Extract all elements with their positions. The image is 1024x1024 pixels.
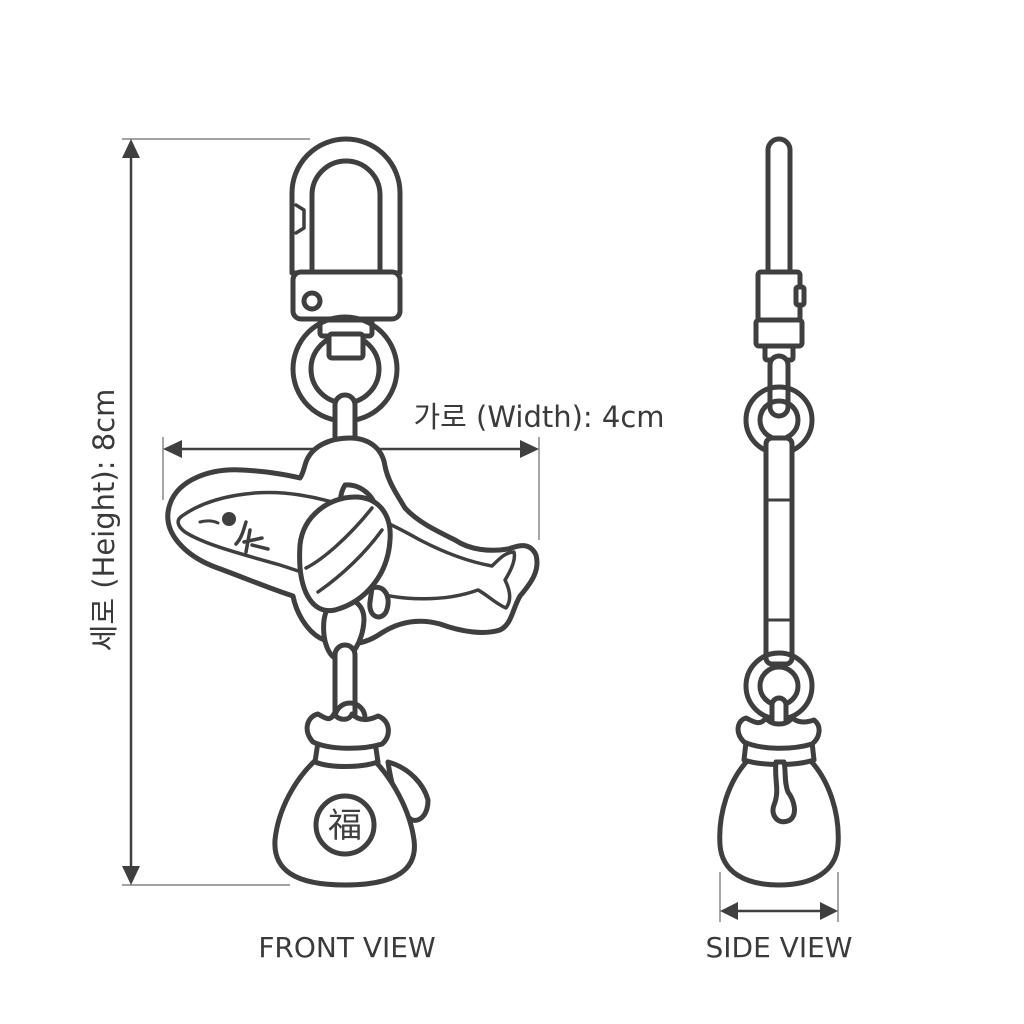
pouch-emblem-circle [313, 793, 377, 857]
knot-bundle [297, 494, 393, 614]
width-dimension: 가로 (Width): 4cm [162, 400, 665, 540]
width-arrow-right [520, 440, 539, 458]
front-pouch: 福 [272, 700, 431, 888]
side-swivel-collar [753, 317, 805, 349]
knot-fold-1 [304, 506, 374, 570]
side-thickness-arrow-left [720, 902, 738, 920]
side-view: SIDE VIEW [706, 136, 853, 964]
pouch-ruffle-top [304, 711, 391, 751]
height-arrow-top [122, 139, 140, 158]
side-view-label: SIDE VIEW [706, 931, 853, 964]
clasp-gate [294, 203, 306, 235]
height-arrow-bottom [122, 866, 140, 885]
clasp-hook-inner [309, 158, 383, 276]
height-dimension: 세로 (Height): 8cm [87, 138, 310, 886]
front-clasp [289, 136, 403, 339]
clasp-rivet [301, 290, 323, 312]
fish-gill-mark [242, 528, 270, 554]
side-clasp-arm [765, 136, 793, 290]
side-pouch-ruffle [735, 715, 822, 751]
swivel-ring-bail [326, 331, 366, 361]
fish-head-line [198, 519, 220, 525]
width-arrow-left [163, 440, 182, 458]
side-thickness-arrow-right [820, 902, 838, 920]
fish-eye-icon [222, 512, 236, 526]
knot-fold-2 [316, 528, 384, 594]
height-label: 세로 (Height): 8cm [87, 389, 121, 652]
front-view-label: FRONT VIEW [258, 931, 435, 964]
fish-mouth-line [234, 520, 248, 546]
fish-cord-knot [297, 494, 393, 620]
side-pouch-tassel [770, 759, 797, 825]
front-view: 福 FRONT VIEW [165, 136, 540, 964]
side-acrylic-edge [763, 435, 795, 667]
knot-tail [367, 584, 391, 620]
side-clasp-pin [793, 284, 807, 308]
pouch-emblem-char: 福 [328, 806, 362, 846]
width-label: 가로 (Width): 4cm [413, 400, 664, 434]
